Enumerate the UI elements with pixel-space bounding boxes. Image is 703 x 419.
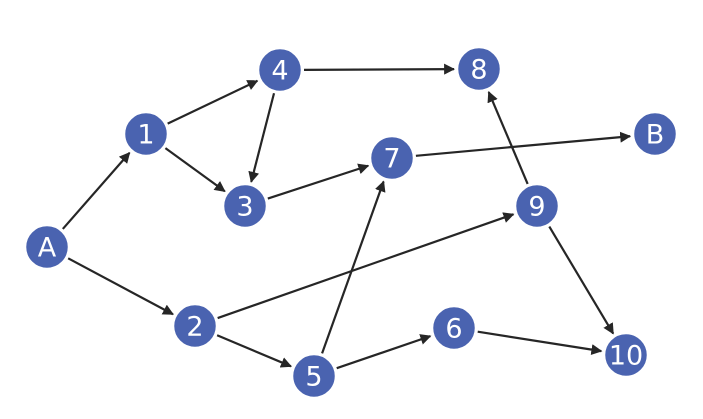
node-circle-10: [602, 331, 650, 379]
node-10: 10: [602, 331, 650, 379]
edge-3-to-7: [267, 163, 370, 200]
node-label-4: 4: [271, 56, 288, 87]
node-2: 2: [171, 302, 219, 350]
edge-1-to-4: [167, 79, 259, 125]
edge-5-to-6: [336, 334, 432, 370]
edge-2-to-9: [217, 212, 515, 320]
edge-A-to-2: [67, 257, 174, 316]
node-1: 1: [122, 110, 170, 158]
node-circle-9: [513, 182, 561, 230]
node-9: 9: [513, 182, 561, 230]
node-7: 7: [368, 134, 416, 182]
edge-6-to-10: [477, 330, 603, 356]
edges-layer: [61, 63, 632, 370]
edge-9-to-8: [487, 91, 529, 185]
node-circle-4: [256, 46, 304, 94]
node-label-2: 2: [186, 312, 203, 343]
nodes-layer: A 1 2 3 4 5 6 7 8 9 10 B: [23, 45, 679, 400]
edge-9-to-10: [548, 226, 615, 335]
node-4: 4: [256, 46, 304, 94]
node-label-7: 7: [383, 144, 400, 175]
edge-7-to-B: [415, 131, 632, 157]
node-label-8: 8: [470, 55, 487, 86]
node-label-9: 9: [528, 192, 545, 223]
edge-1-to-3: [164, 147, 226, 193]
edge-4-to-3: [248, 92, 276, 183]
node-5: 5: [290, 352, 338, 400]
node-circle-5: [290, 352, 338, 400]
node-circle-B: [631, 110, 679, 158]
node-3: 3: [221, 182, 269, 230]
node-label-5: 5: [305, 362, 322, 393]
node-circle-7: [368, 134, 416, 182]
node-circle-8: [455, 45, 503, 93]
node-B: B: [631, 110, 679, 158]
node-6: 6: [430, 304, 478, 352]
node-circle-6: [430, 304, 478, 352]
edge-2-to-5: [216, 334, 292, 368]
node-label-A: A: [38, 233, 57, 264]
node-A: A: [23, 223, 71, 271]
node-label-B: B: [646, 120, 665, 151]
node-label-10: 10: [609, 341, 643, 372]
node-circle-A: [23, 223, 71, 271]
edge-5-to-7: [321, 180, 386, 354]
node-8: 8: [455, 45, 503, 93]
edge-4-to-8: [303, 63, 456, 75]
node-circle-1: [122, 110, 170, 158]
node-circle-2: [171, 302, 219, 350]
node-label-6: 6: [445, 314, 462, 345]
node-label-3: 3: [236, 192, 253, 223]
node-label-1: 1: [137, 120, 154, 151]
node-circle-3: [221, 182, 269, 230]
edge-A-to-1: [61, 151, 131, 230]
